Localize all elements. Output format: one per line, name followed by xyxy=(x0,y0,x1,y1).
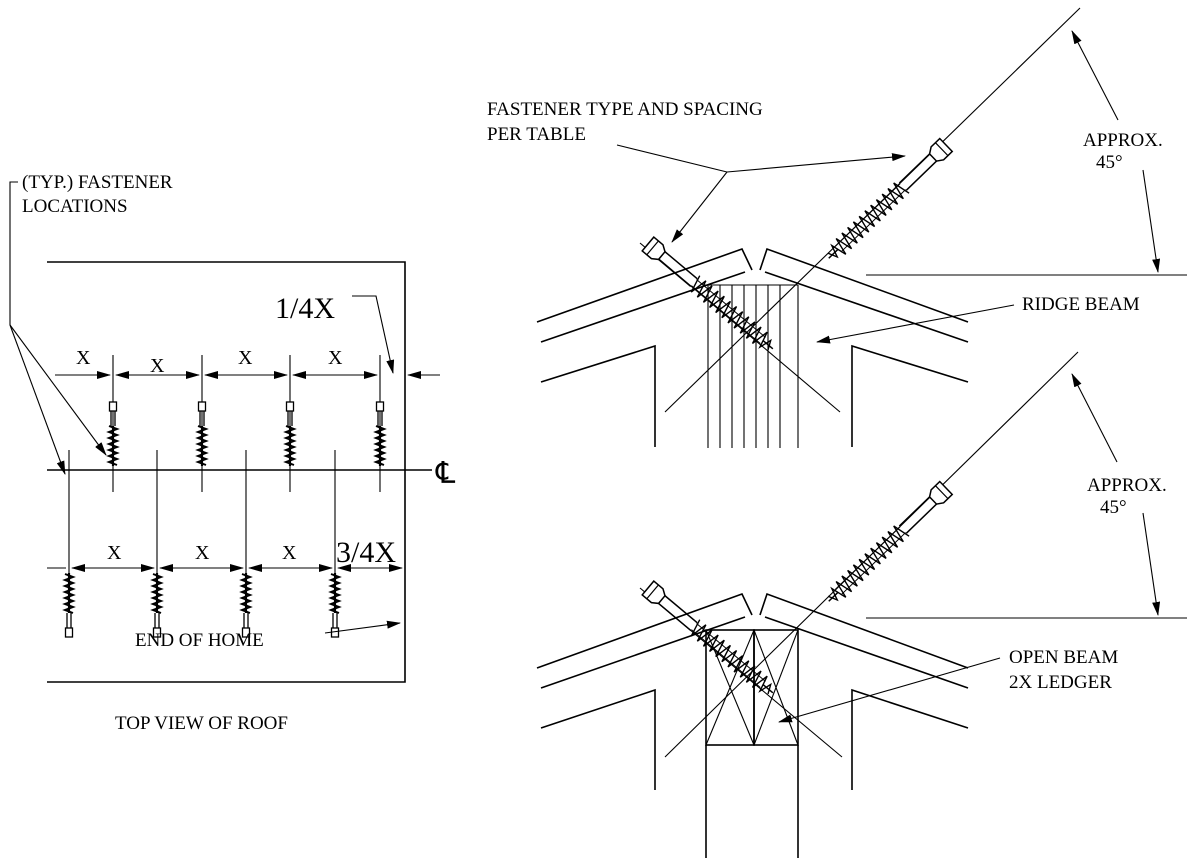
top-view-caption: TOP VIEW OF ROOF xyxy=(115,713,288,734)
end-of-home-leader xyxy=(324,620,401,634)
open-beam-label-line2: 2X LEDGER xyxy=(1009,672,1112,693)
angle-arrow-lower xyxy=(1142,169,1161,273)
lower-spacing-dimension: X X X 3/4X xyxy=(47,536,403,572)
fastener-icon xyxy=(151,571,163,639)
spacing-label: X xyxy=(195,542,210,564)
lag-screw-icon xyxy=(641,236,780,357)
fastener-icon xyxy=(284,400,296,468)
angle-arrow-lower xyxy=(1142,512,1161,616)
open-beam-section: APPROX. 45° OPEN BEAM 2X LEDGER xyxy=(536,351,1187,858)
upper-fastener-row xyxy=(107,355,386,492)
fastener-icon xyxy=(374,400,386,468)
fastener-icon xyxy=(240,571,252,639)
lower-fastener-row xyxy=(63,450,341,639)
fastener-type-label-line2: PER TABLE xyxy=(487,124,586,145)
angle-arrow-upper xyxy=(1071,30,1119,121)
end-of-home-label: END OF HOME xyxy=(135,630,264,651)
roof-outline xyxy=(47,261,406,683)
approx-label: APPROX. xyxy=(1087,475,1167,496)
fastener-icon xyxy=(107,400,119,468)
angle-label: 45° xyxy=(1100,497,1127,518)
three-quarter-x-label: 3/4X xyxy=(336,536,396,569)
angle-label: 45° xyxy=(1096,152,1123,173)
ridge-beam xyxy=(704,284,799,448)
angle-arrow-upper xyxy=(1071,373,1118,463)
spacing-label: X xyxy=(238,347,253,369)
top-view-of-roof: ℄ xyxy=(9,172,456,734)
spacing-label: X xyxy=(76,347,91,369)
spacing-label: X xyxy=(328,347,343,369)
centerline-symbol: ℄ xyxy=(435,457,456,490)
upper-spacing-dimension: X X X X 1/4X xyxy=(55,292,440,379)
fastener-icon xyxy=(329,571,341,639)
lag-screw-icon xyxy=(821,480,954,609)
open-beam-ledger xyxy=(705,629,799,858)
ridge-beam-section: APPROX. 45° FASTENER TYPE AND SPACING PE… xyxy=(487,7,1187,448)
spacing-label: X xyxy=(107,542,122,564)
open-beam-leader xyxy=(778,657,1001,723)
open-beam-label-line1: OPEN BEAM xyxy=(1009,647,1118,668)
typ-fastener-label-line2: LOCATIONS xyxy=(22,196,128,217)
spacing-label: X xyxy=(282,542,297,564)
typ-fastener-locations-callout: (TYP.) FASTENER LOCATIONS xyxy=(9,172,173,475)
quarter-x-label: 1/4X xyxy=(275,292,335,325)
ridge-beam-label: RIDGE BEAM xyxy=(1022,294,1140,315)
typ-fastener-label-line1: (TYP.) FASTENER xyxy=(22,172,173,193)
fastener-icon xyxy=(63,571,75,639)
fastener-type-label-line1: FASTENER TYPE AND SPACING xyxy=(487,99,763,120)
fastener-icon xyxy=(196,400,208,468)
approx-label: APPROX. xyxy=(1083,130,1163,151)
quarter-x-leader xyxy=(352,295,395,374)
ridge-beam-leader xyxy=(816,304,1015,344)
spacing-label: X xyxy=(150,355,165,377)
